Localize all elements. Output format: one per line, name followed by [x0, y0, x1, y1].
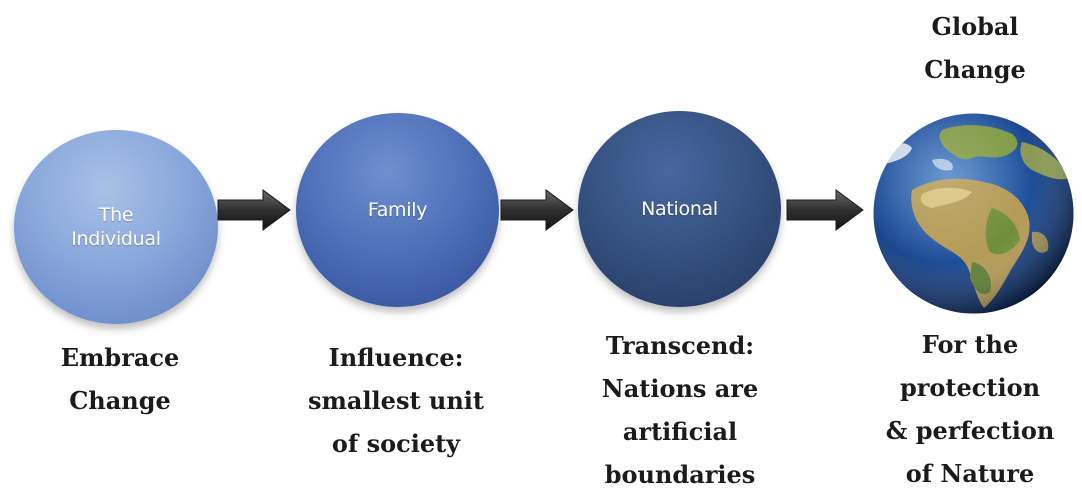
arrow-right-icon [786, 189, 864, 231]
national-circle-label: National [641, 198, 718, 220]
individual-caption: Embrace Change [60, 343, 180, 415]
global-change-title: Global Change [924, 12, 1026, 84]
family-circle-label: Family [367, 199, 428, 221]
earth-globe-icon [873, 113, 1074, 314]
family-circle: Family [296, 113, 499, 307]
arrow-right-icon [500, 189, 574, 231]
individual-circle: The Individual [14, 130, 218, 324]
individual-circle-label: The Individual [71, 204, 161, 250]
national-caption: Transcend: Nations are artificial bounda… [601, 331, 759, 489]
national-circle: National [578, 111, 781, 307]
family-caption: Influence: smallest unit of society [307, 343, 484, 458]
global-caption: For the protection & perfection of Natur… [885, 330, 1055, 488]
arrow-right-icon [217, 189, 291, 231]
